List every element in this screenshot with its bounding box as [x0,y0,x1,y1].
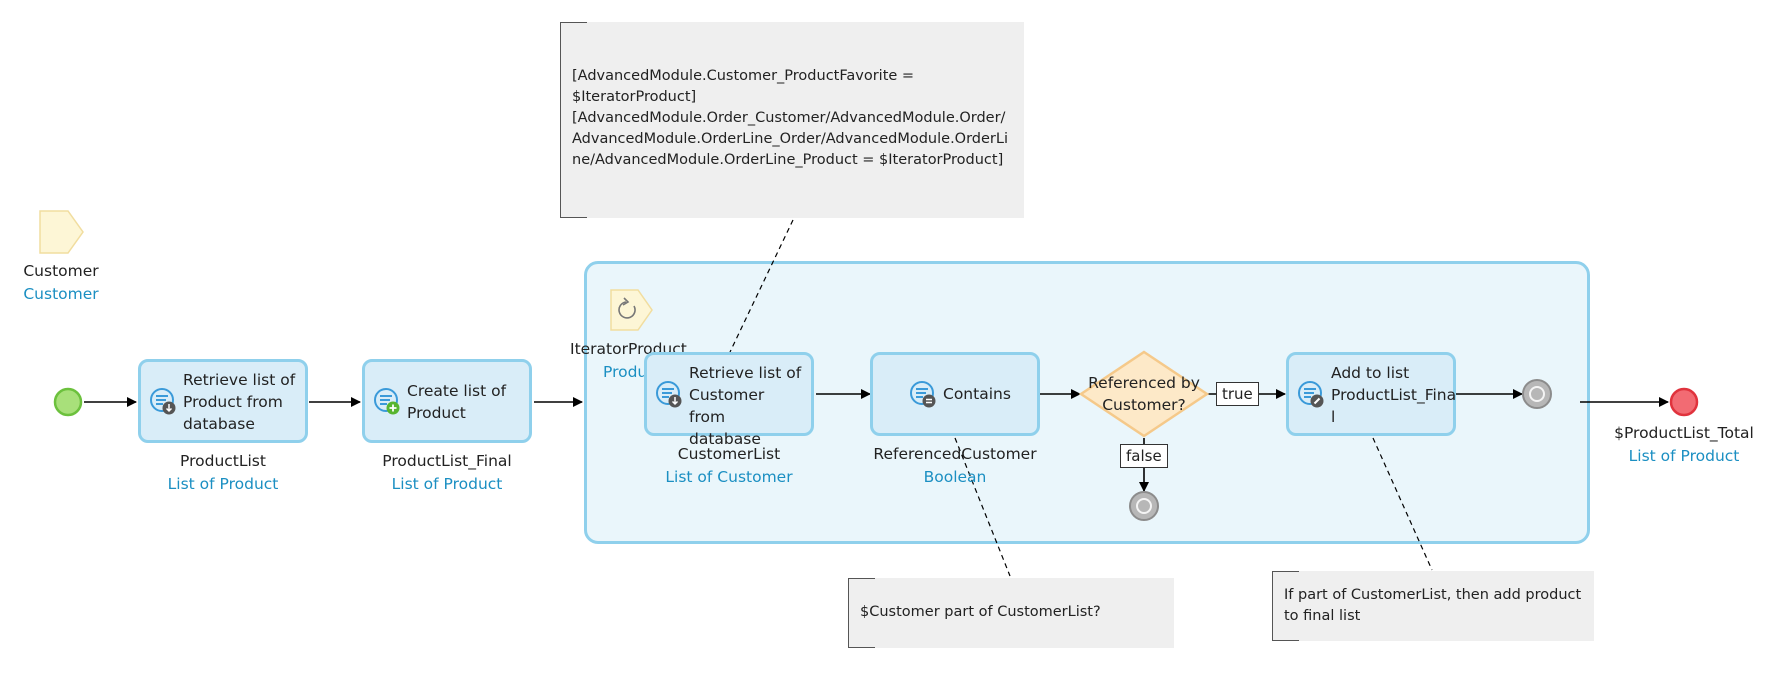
annotation-line: AdvancedModule.OrderLine_Order/AdvancedM… [572,131,1008,147]
decision-gateway [1078,350,1210,438]
activity-label-line: Customer from [689,386,765,426]
create-list-icon [374,388,400,415]
output-variable-name: ReferencedCustomer [873,445,1037,463]
output-variable-name: ProductList_Final [382,452,512,470]
annotation-contains[interactable]: $Customer part of CustomerList? [848,578,1174,648]
annotation-link-top [729,219,794,353]
activity-create-list[interactable]: Create list of Product [362,359,532,443]
activity-label-line: Retrieve list of [183,371,296,389]
retrieve-icon [150,388,176,415]
activity-label-line: ProductList_Fina [1331,386,1457,404]
expression-icon [910,381,936,408]
end-event-name: $ProductList_Total [1614,424,1754,442]
activity-label-line: Contains [943,385,1011,403]
annotation-xpath[interactable]: [AdvancedModule.Customer_ProductFavorite… [560,22,1024,218]
annotation-line: $IteratorProduct] [572,89,697,105]
activity-label-line: Retrieve list of [689,364,802,382]
activity-label-line: Product [407,404,466,422]
output-variable-name: CustomerList [677,445,781,463]
annotation-line: [AdvancedModule.Order_Customer/AdvancedM… [572,110,1006,126]
parameter-type: Customer [23,285,99,303]
iterator-shape [610,289,653,331]
output-variable-type: List of Customer [665,468,793,486]
gateway-label-line: Referenced by [1088,374,1200,392]
loop-continue-event-2 [1129,491,1159,521]
parameter-name: Customer [23,262,99,280]
activity-retrieve-customers[interactable]: Retrieve list of Customer from database [644,352,814,448]
output-variable-type: List of Product [167,475,279,493]
parameter-shape [39,210,84,254]
annotation-line: to final list [1284,608,1361,624]
output-variable-name: ProductList [180,452,266,470]
loop-continue-event-1 [1522,379,1552,409]
annotation-line: If part of CustomerList, then add produc… [1284,587,1582,603]
annotation-link-add [1372,437,1433,571]
annotation-line: [AdvancedModule.Customer_ProductFavorite… [572,68,915,84]
gateway-label: Referenced by Customer? [1084,372,1204,416]
activity-label-line: Create list of [407,382,507,400]
activity-contains[interactable]: Contains [870,352,1040,436]
false-flow-label[interactable]: false [1120,444,1168,468]
output-variable-type: Boolean [923,468,987,486]
loop-icon [618,301,636,319]
activity-label-line: database [183,415,255,433]
change-list-icon [1298,381,1324,408]
true-flow-label[interactable]: true [1216,382,1259,406]
output-variable-type: List of Product [391,475,503,493]
activity-label-line: Add to list [1331,364,1410,382]
annotation-text: $Customer part of CustomerList? [860,604,1101,620]
activity-add-to-list[interactable]: Add to list ProductList_Fina l [1286,352,1456,436]
start-event [53,387,83,417]
annotation-link-contains [954,437,1011,577]
activity-label-line: l [1331,408,1336,426]
annotation-add[interactable]: If part of CustomerList, then add produc… [1272,571,1594,641]
gateway-label-line: Customer? [1102,396,1186,414]
end-event-type: List of Product [1628,447,1740,465]
activity-retrieve-products[interactable]: Retrieve list of Product from database [138,359,308,443]
annotation-line: ne/AdvancedModule.OrderLine_Product = $I… [572,152,1004,168]
activity-label-line: database [689,430,761,448]
activity-label-line: Product from [183,393,283,411]
retrieve-icon [656,381,682,408]
end-event [1669,387,1699,417]
